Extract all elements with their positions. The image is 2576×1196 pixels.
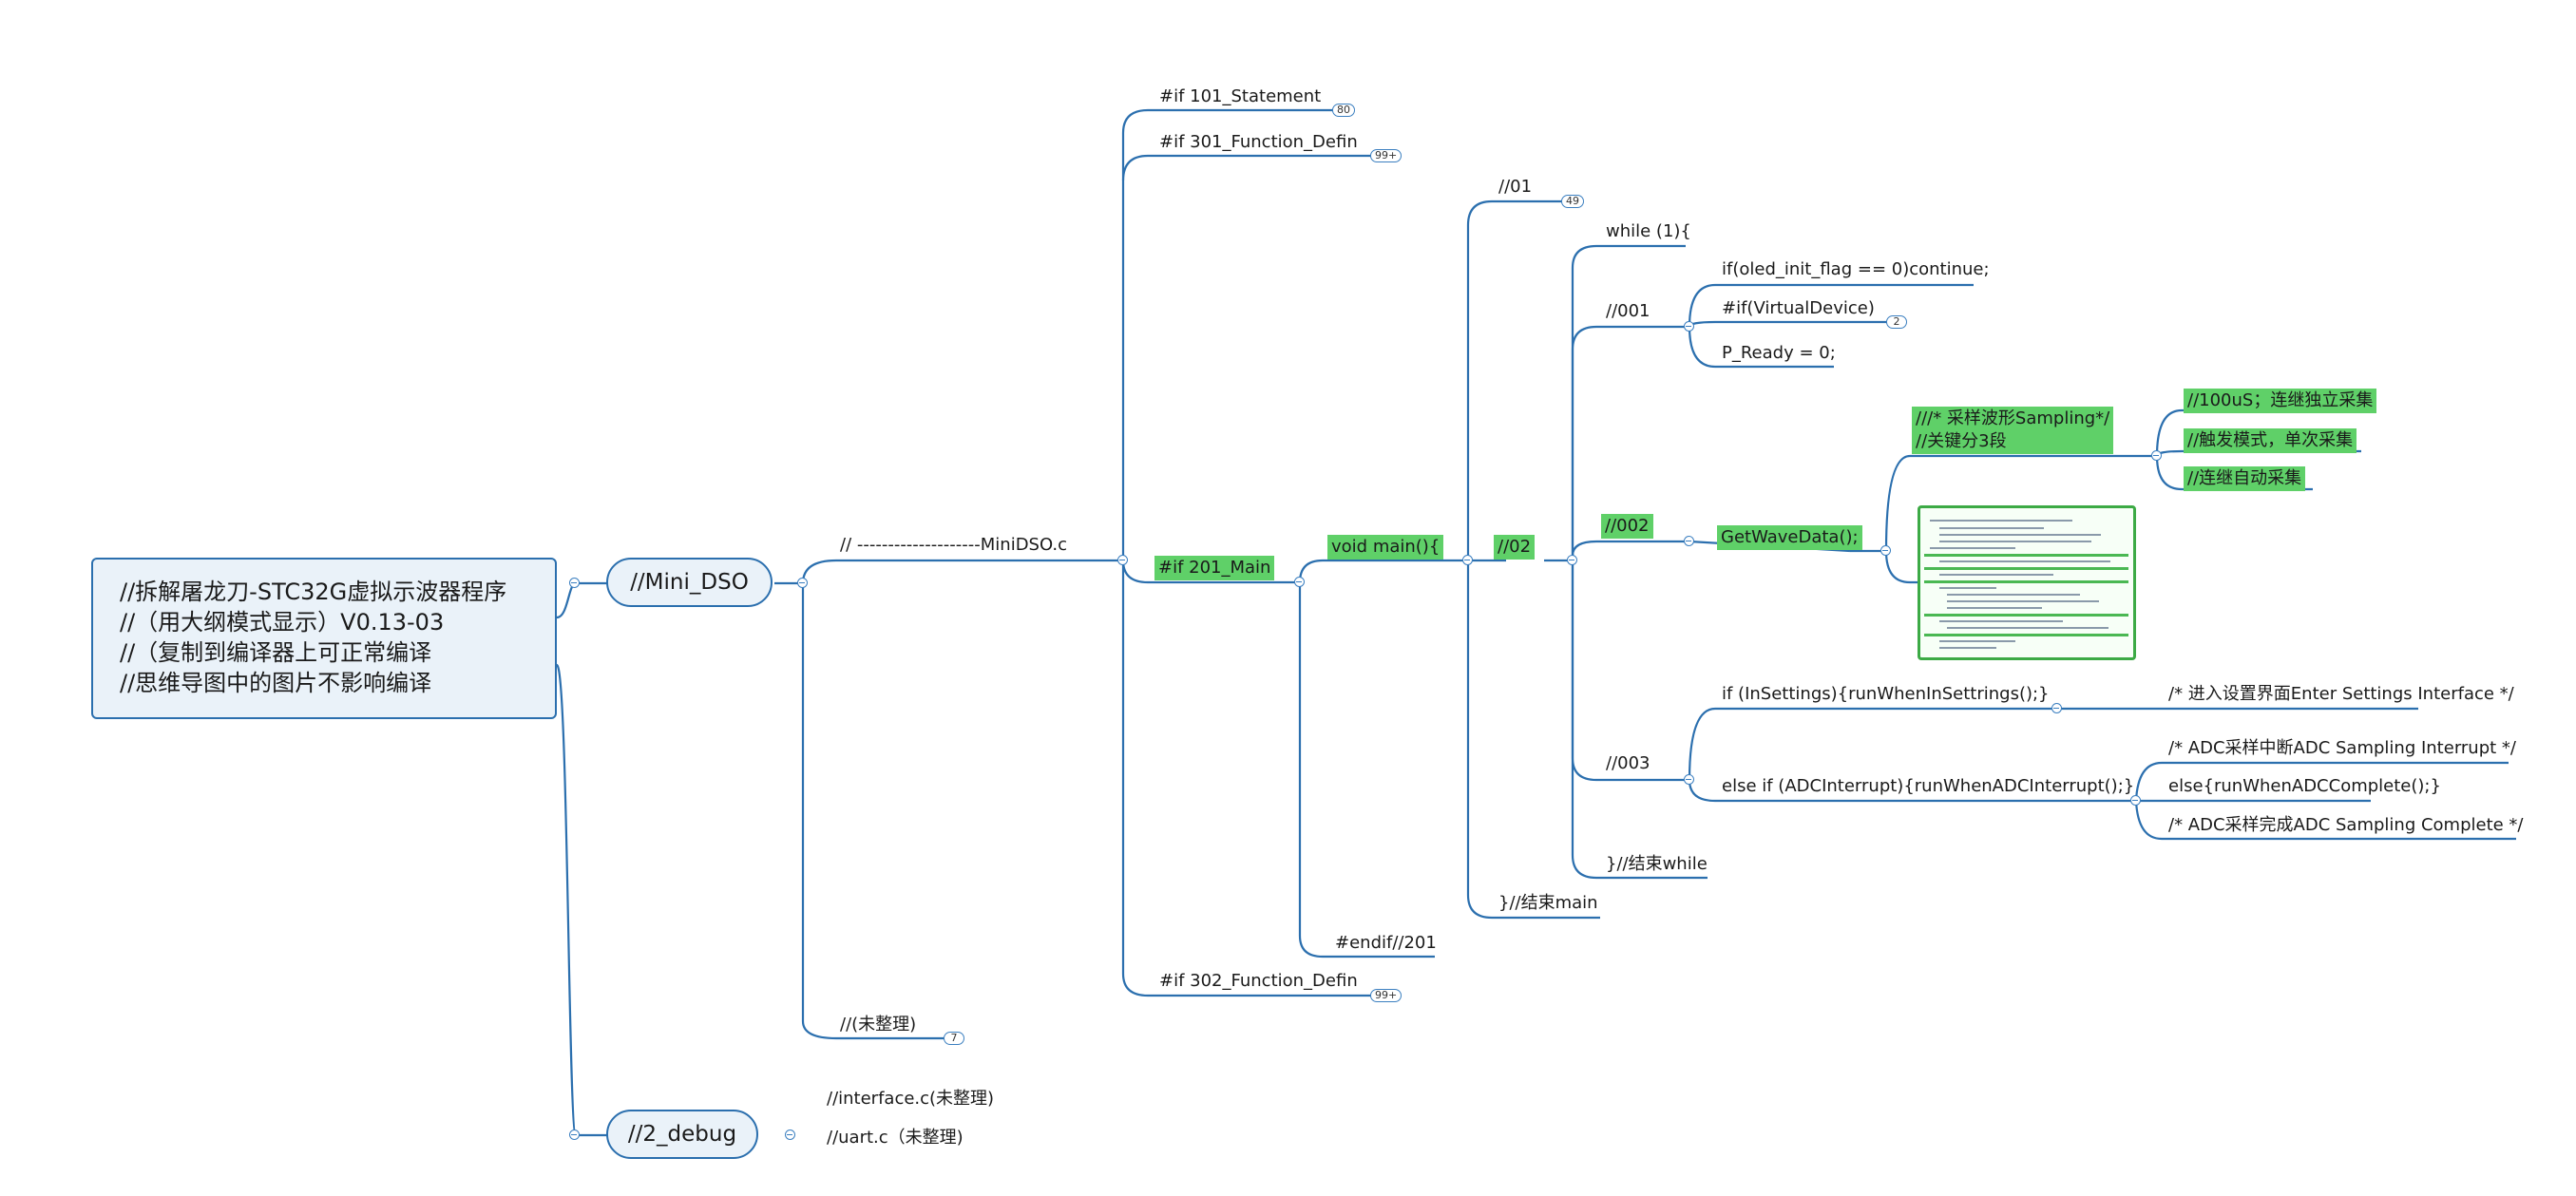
branch-c001[interactable]: //001 xyxy=(1606,301,1651,321)
collapsed-count-badge[interactable]: 80 xyxy=(1332,104,1355,117)
branch-void-main[interactable]: void main(){ xyxy=(1327,535,1444,560)
collapse-toggle-icon[interactable] xyxy=(1294,577,1305,587)
branch-100us[interactable]: //100uS；连继独立采集 xyxy=(2184,389,2377,413)
collapsed-count-badge[interactable]: 2 xyxy=(1886,315,1907,329)
sampling-line-2: //关键分3段 xyxy=(1916,431,2007,451)
collapse-toggle-icon[interactable] xyxy=(1462,555,1473,565)
topic-2-debug[interactable]: //2_debug xyxy=(606,1110,758,1159)
collapse-toggle-icon[interactable] xyxy=(1684,774,1694,785)
collapse-toggle-icon[interactable] xyxy=(2051,703,2062,713)
collapse-toggle-icon[interactable] xyxy=(1684,321,1694,332)
collapse-toggle-icon[interactable] xyxy=(1880,545,1891,556)
branch-endif201[interactable]: #endif//201 xyxy=(1335,933,1437,953)
branch-insettings[interactable]: if (InSettings){runWhenInSettrings();} xyxy=(1722,684,2050,704)
branch-c02[interactable]: //02 xyxy=(1494,535,1536,560)
branch-minidso-c[interactable]: // --------------------MiniDSO.c xyxy=(840,535,1068,555)
branch-interface-c[interactable]: //interface.c(未整理) xyxy=(827,1089,995,1109)
collapsed-count-badge[interactable]: 7 xyxy=(944,1032,964,1045)
branch-c003[interactable]: //003 xyxy=(1606,753,1651,773)
collapse-toggle-icon[interactable] xyxy=(1567,555,1577,565)
comment-adc-complete[interactable]: /* ADC采样完成ADC Sampling Complete */ xyxy=(2168,815,2524,835)
branch-adcinterrupt[interactable]: else if (ADCInterrupt){runWhenADCInterru… xyxy=(1722,776,2135,796)
branch-auto-sampling[interactable]: //连继自动采集 xyxy=(2184,466,2306,491)
branch-virtual-device[interactable]: #if(VirtualDevice) xyxy=(1722,298,1875,318)
root-line-2: //（用大纲模式显示）V0.13-03 xyxy=(120,609,445,636)
collapse-toggle-icon[interactable] xyxy=(2130,795,2141,806)
collapse-toggle-icon[interactable] xyxy=(2151,450,2162,461)
branch-sampling[interactable]: ///* 采样波形Sampling*/ //关键分3段 xyxy=(1912,407,2114,454)
code-screenshot-image xyxy=(1918,505,2136,660)
branch-c01[interactable]: //01 xyxy=(1498,177,1533,197)
branch-trigger-mode[interactable]: //触发模式，单次采集 xyxy=(2184,428,2357,453)
collapse-toggle-icon[interactable] xyxy=(569,578,580,588)
branch-if302[interactable]: #if 302_Function_Defin xyxy=(1159,971,1358,991)
collapsed-count-badge[interactable]: 49 xyxy=(1561,195,1584,208)
collapse-toggle-icon[interactable] xyxy=(785,1130,795,1140)
collapse-toggle-icon[interactable] xyxy=(1117,555,1128,565)
branch-getwavedata[interactable]: GetWaveData(); xyxy=(1717,525,1862,550)
root-line-1: //拆解屠龙刀-STC32G虚拟示波器程序 xyxy=(120,579,507,605)
branch-adc-complete-call[interactable]: else{runWhenADCComplete();} xyxy=(2168,776,2441,796)
branch-unsorted[interactable]: //(未整理) xyxy=(840,1015,917,1035)
branch-if101[interactable]: #if 101_Statement xyxy=(1159,86,1322,106)
collapse-toggle-icon[interactable] xyxy=(569,1130,580,1140)
branch-p-ready[interactable]: P_Ready = 0; xyxy=(1722,343,1836,363)
branch-end-main[interactable]: }//结束main xyxy=(1498,893,1598,913)
sampling-line-1: ///* 采样波形Sampling*/ xyxy=(1916,408,2110,428)
branch-c002[interactable]: //002 xyxy=(1601,514,1653,539)
branch-while[interactable]: while (1){ xyxy=(1606,221,1691,241)
branch-end-while[interactable]: }//结束while xyxy=(1606,854,1708,874)
collapsed-count-badge[interactable]: 99+ xyxy=(1370,989,1402,1002)
collapse-toggle-icon[interactable] xyxy=(1684,536,1694,546)
branch-oled-init[interactable]: if(oled_init_flag == 0)continue; xyxy=(1722,259,1990,279)
root-line-3: //（复制到编译器上可正常编译 xyxy=(120,639,432,666)
topic-mini-dso[interactable]: //Mini_DSO xyxy=(606,558,773,607)
root-line-4: //思维导图中的图片不影响编译 xyxy=(120,670,432,696)
comment-adc-interrupt[interactable]: /* ADC采样中断ADC Sampling Interrupt */ xyxy=(2168,738,2516,758)
collapsed-count-badge[interactable]: 99+ xyxy=(1370,149,1402,162)
root-topic[interactable]: //拆解屠龙刀-STC32G虚拟示波器程序 //（用大纲模式显示）V0.13-0… xyxy=(91,558,557,719)
branch-if301[interactable]: #if 301_Function_Defin xyxy=(1159,132,1358,152)
collapse-toggle-icon[interactable] xyxy=(797,578,808,588)
branch-uart-c[interactable]: //uart.c（未整理) xyxy=(827,1128,964,1148)
branch-if201-main[interactable]: #if 201_Main xyxy=(1154,556,1275,580)
comment-enter-settings[interactable]: /* 进入设置界面Enter Settings Interface */ xyxy=(2168,684,2514,704)
